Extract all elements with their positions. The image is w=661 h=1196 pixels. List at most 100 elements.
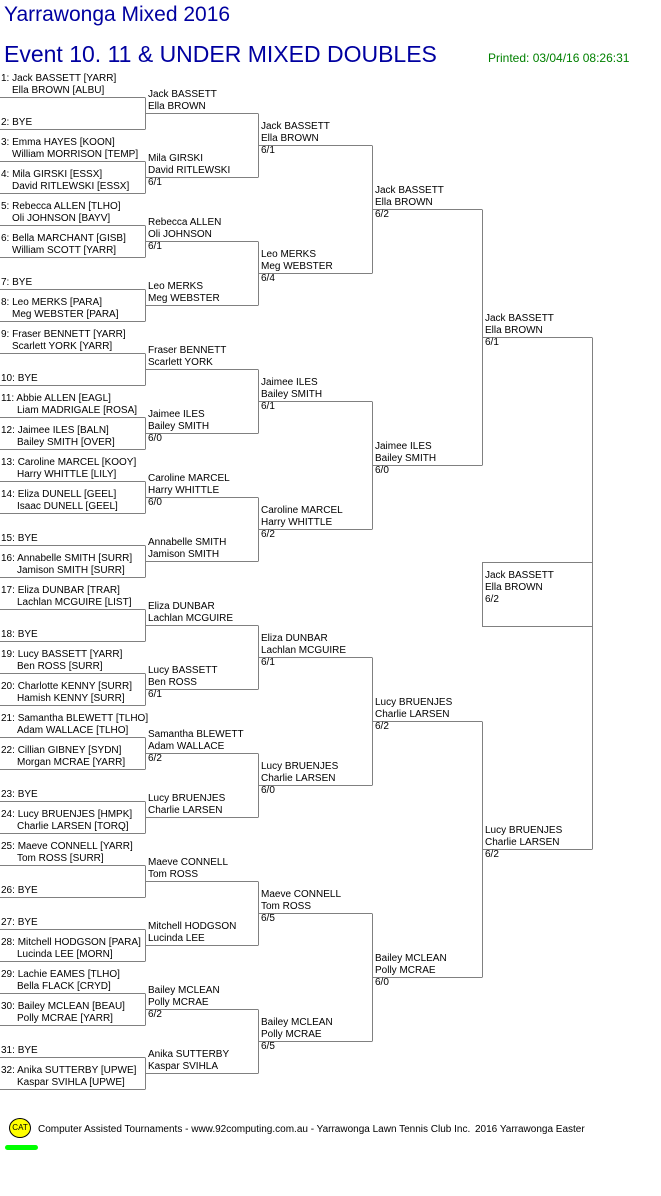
player-1: Jack BASSETT [148,89,217,100]
match-score [148,817,225,829]
match-score [148,369,226,381]
player-1: Maeve CONNELL [YARR] [17,841,133,852]
player-1: Mitchell HODGSON [PARA] [17,937,141,948]
slot-line1: 4: Mila GIRSKI [ESSX] [1,169,129,181]
match-score [148,305,220,317]
slot-number: 22: [1,745,15,756]
player-1: Lucy BRUENJES [261,761,339,772]
player-1: Jack BASSETT [261,121,330,132]
slot-line1: 21: Samantha BLEWETT [TLHO] [1,713,148,725]
player-2: Harry WHITTLE [148,485,220,496]
slot-line1: 24: Lucy BRUENJES [HMPK] [1,809,132,821]
player-2: Lachlan MCGUIRE [261,645,347,656]
player-2: Ella BROWN [485,325,543,336]
match-score: 6/1 [148,241,162,252]
draw-slot: 28: Mitchell HODGSON [PARA]Lucinda LEE [… [1,937,141,961]
player-2: Meg WEBSTER [PARA] [12,309,119,320]
slot-line1: 1: Jack BASSETT [YARR] [1,73,116,85]
player-2: Oli JOHNSON [148,229,212,240]
player-1: Jack BASSETT [485,313,554,324]
player-1: Maeve CONNELL [148,857,229,868]
player-1: Jack BASSETT [375,185,444,196]
draw-slot: 5: Rebecca ALLEN [TLHO]Oli JOHNSON [BAYV… [1,201,121,225]
slot-line1: 7: BYE [1,277,32,289]
slot-line1: 3: Emma HAYES [KOON] [1,137,138,149]
match-score: 6/2 [375,721,389,732]
slot-line1: 2: BYE [1,117,32,129]
match-score: 6/2 [485,594,499,605]
match-score: 6/2 [485,849,499,860]
player-1: Jaimee ILES [148,409,205,420]
footer-credit: Computer Assisted Tournaments - www.92co… [38,1124,471,1135]
draw-slot: 24: Lucy BRUENJES [HMPK]Charlie LARSEN [… [1,809,132,833]
player-2: Oli JOHNSON [BAYV] [12,213,111,224]
player-1: BYE [17,629,38,640]
player-2: David RITLEWSKI [148,165,231,176]
player-1: Eliza DUNBAR [261,633,328,644]
player-2: Polly MCRAE [261,1029,322,1040]
player-1: Caroline MARCEL [KOOY] [17,457,137,468]
slot-number: 26: [1,885,15,896]
match-score [148,113,217,125]
match-score: 6/1 [148,689,162,700]
player-2: Lucinda LEE [148,933,205,944]
player-2: Tom ROSS [SURR] [17,853,104,864]
player-1: Jaimee ILES [261,377,318,388]
player-1: Leo MERKS [PARA] [12,297,102,308]
slot-number: 14: [1,489,15,500]
slot-number: 8: [1,297,10,308]
player-2: Tom ROSS [148,869,199,880]
slot-number: 13: [1,457,15,468]
draw-slot: 1: Jack BASSETT [YARR]Ella BROWN [ALBU] [1,73,116,97]
slot-line1: 14: Eliza DUNELL [GEEL] [1,489,118,501]
player-1: Rebecca ALLEN [TLHO] [12,201,121,212]
printed-timestamp: Printed: 03/04/16 08:26:31 [488,51,630,65]
player-1: Jaimee ILES [BALN] [17,425,109,436]
draw-slot: 3: Emma HAYES [KOON]William MORRISON [TE… [1,137,138,161]
slot-number: 9: [1,329,10,340]
player-1: Jack BASSETT [485,570,554,581]
player-1: Bailey MCLEAN [261,1017,333,1028]
player-2: Lucinda LEE [MORN] [17,949,113,960]
match-score [148,881,228,893]
player-1: Eliza DUNBAR [TRAR] [17,585,120,596]
player-2: Lachlan MCGUIRE [LIST] [17,597,132,608]
player-1: Emma HAYES [KOON] [12,137,115,148]
match-score: 6/0 [261,785,275,796]
player-1: Rebecca ALLEN [148,217,222,228]
player-1: Anika SUTTERBY [148,1049,230,1060]
player-1: Bailey MCLEAN [148,985,220,996]
match-score: 6/4 [261,273,275,284]
slot-line1: 19: Lucy BASSETT [YARR] [1,649,122,661]
player-2: Meg WEBSTER [148,293,220,304]
slot-number: 5: [1,201,10,212]
slot-number: 3: [1,137,10,148]
draw-slot: 7: BYE [1,265,32,289]
slot-number: 17: [1,585,15,596]
draw-slot: 17: Eliza DUNBAR [TRAR]Lachlan MCGUIRE [… [1,585,131,609]
draw-slot: 11: Abbie ALLEN [EAGL]Liam MADRIGALE [RO… [1,393,137,417]
draw-slot: 30: Bailey MCLEAN [BEAU]Polly MCRAE [YAR… [1,1001,125,1025]
player-1: Lucy BASSETT [148,665,218,676]
player-1: Charlotte KENNY [SURR] [17,681,132,692]
player-2: Ella BROWN [485,582,543,593]
player-2: Isaac DUNELL [GEEL] [17,501,118,512]
slot-line1: 16: Annabelle SMITH [SURR] [1,553,132,565]
slot-number: 11: [1,393,15,404]
slot-line1: 13: Caroline MARCEL [KOOY] [1,457,136,469]
player-1: BYE [17,533,38,544]
player-1: Annabelle SMITH [148,537,227,548]
player-2: Ben ROSS [148,677,197,688]
player-1: Lachie EAMES [TLHO] [17,969,120,980]
match-score: 6/0 [148,497,162,508]
